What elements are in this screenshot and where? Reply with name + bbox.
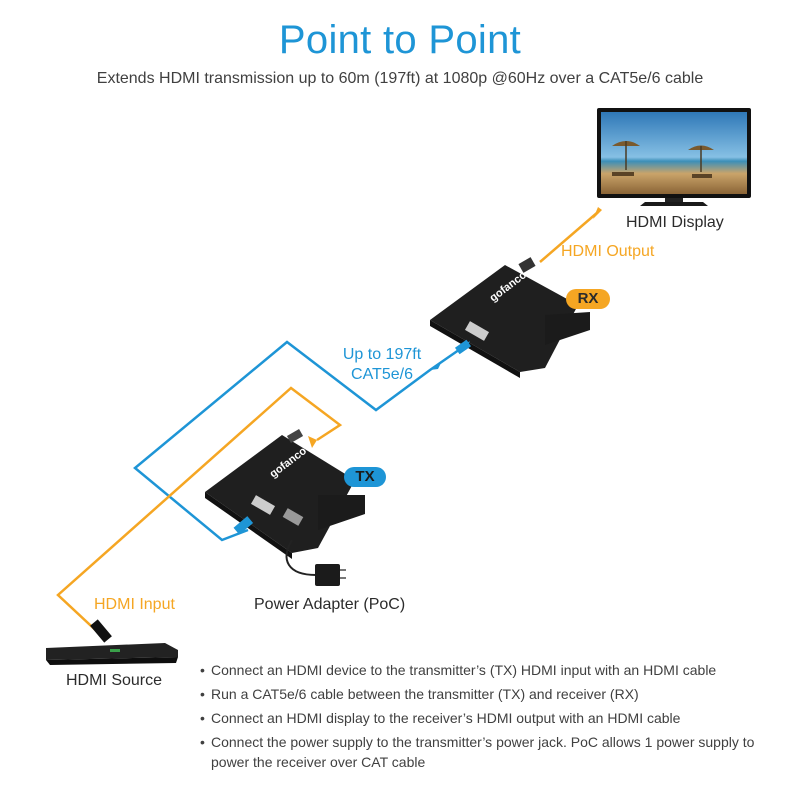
hdmi-display-tv — [597, 108, 751, 206]
tv-stand — [640, 202, 708, 206]
hdmi-source-label: HDMI Source — [66, 672, 163, 689]
instruction-item: • Run a CAT5e/6 cable between the transmi… — [200, 684, 780, 704]
rx-badge: RX — [566, 289, 610, 309]
page-title: Point to Point — [278, 18, 522, 62]
cable-length-label: Up to 197ft CAT5e/6 — [332, 345, 432, 385]
hdmi-input-arrowhead — [308, 436, 317, 448]
tx-transmitter-device: gofanco — [205, 429, 365, 559]
instruction-text: Run a CAT5e/6 cable between the transmit… — [211, 686, 639, 702]
instruction-item: • Connect an HDMI display to the receiver… — [200, 708, 780, 728]
bullet-dot: • — [200, 686, 205, 702]
instruction-text: Connect the power supply to the transmit… — [211, 734, 755, 770]
hdmi-input-cable — [56, 386, 343, 639]
bullet-dot: • — [200, 710, 205, 726]
cat-cable-arrow-rx — [430, 363, 441, 370]
instruction-item: • Connect the power supply to the transmi… — [200, 732, 780, 772]
cable-length-line1: Up to 197ft — [342, 346, 422, 363]
bullet-dot: • — [200, 734, 205, 750]
bullet-dot: • — [200, 662, 205, 678]
instructions-list: • Connect an HDMI device to the transmitt… — [200, 660, 780, 776]
tx-badge: TX — [344, 467, 386, 487]
hdmi-source-player — [46, 619, 178, 665]
instruction-item: • Connect an HDMI device to the transmitt… — [200, 660, 780, 680]
hdmi-display-label: HDMI Display — [626, 214, 724, 231]
hdmi-output-cable — [539, 211, 599, 263]
hdmi-output-label: HDMI Output — [561, 243, 655, 260]
instruction-text: Connect an HDMI display to the receiver’… — [211, 710, 681, 726]
hdmi-output-arrowhead — [593, 207, 602, 219]
hdmi-input-label: HDMI Input — [94, 596, 175, 613]
rx-receiver-device: gofanco — [430, 257, 590, 378]
power-adapter-label: Power Adapter (PoC) — [254, 596, 406, 613]
tv-screen — [601, 112, 747, 194]
cable-type-line2: CAT5e/6 — [351, 366, 413, 383]
instruction-text: Connect an HDMI device to the transmitte… — [211, 662, 717, 678]
power-adapter — [285, 539, 346, 586]
page-subtitle: Extends HDMI transmission up to 60m (197… — [96, 70, 704, 87]
